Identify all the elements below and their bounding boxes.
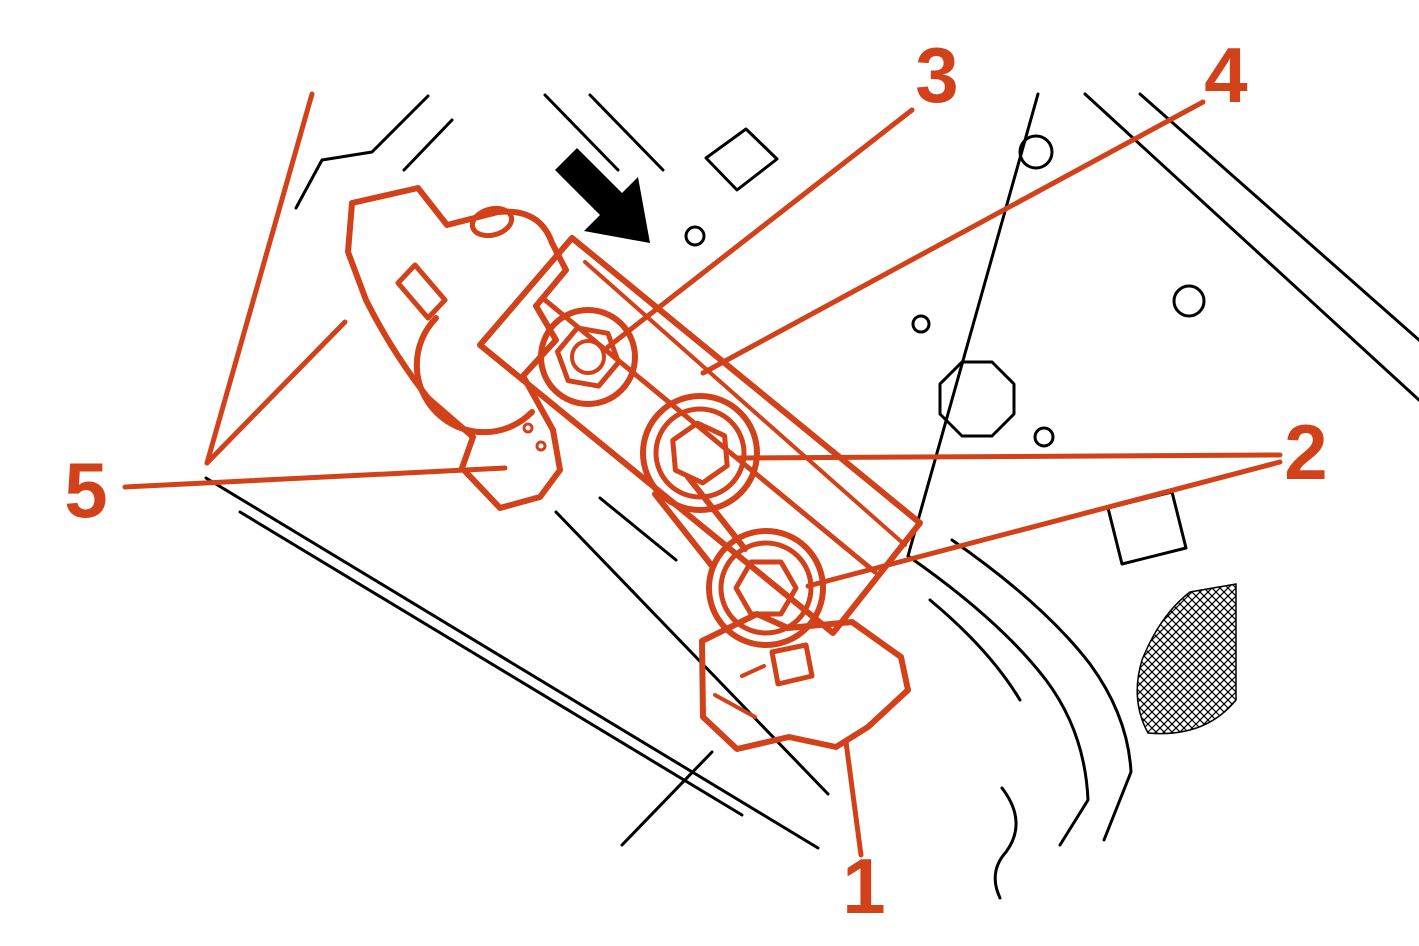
leader-2b <box>805 459 1283 589</box>
direction-arrow-icon <box>555 148 650 243</box>
retaining-clamp <box>699 611 911 752</box>
hex-bolt-upper <box>538 307 638 407</box>
leader-2a <box>734 452 1283 461</box>
link-arm <box>652 474 748 569</box>
callout-4: 4 <box>1204 31 1248 119</box>
leader-3 <box>605 107 915 350</box>
hex-bolt-lower <box>706 528 826 648</box>
leader-lines <box>122 99 1283 858</box>
crosshatch-patch <box>1136 583 1237 735</box>
callout-1: 1 <box>842 842 886 930</box>
callout-5: 5 <box>64 446 108 534</box>
leader-1 <box>843 739 864 858</box>
highlighted-assembly <box>204 91 923 752</box>
leader-4 <box>700 99 1206 376</box>
context-linework <box>204 92 1419 900</box>
support-bracket <box>345 185 569 511</box>
callout-3: 3 <box>915 31 959 119</box>
panel-wedge <box>204 91 348 466</box>
leader-5 <box>122 465 508 490</box>
callout-2: 2 <box>1284 408 1328 496</box>
hex-bolt-middle <box>640 393 760 513</box>
